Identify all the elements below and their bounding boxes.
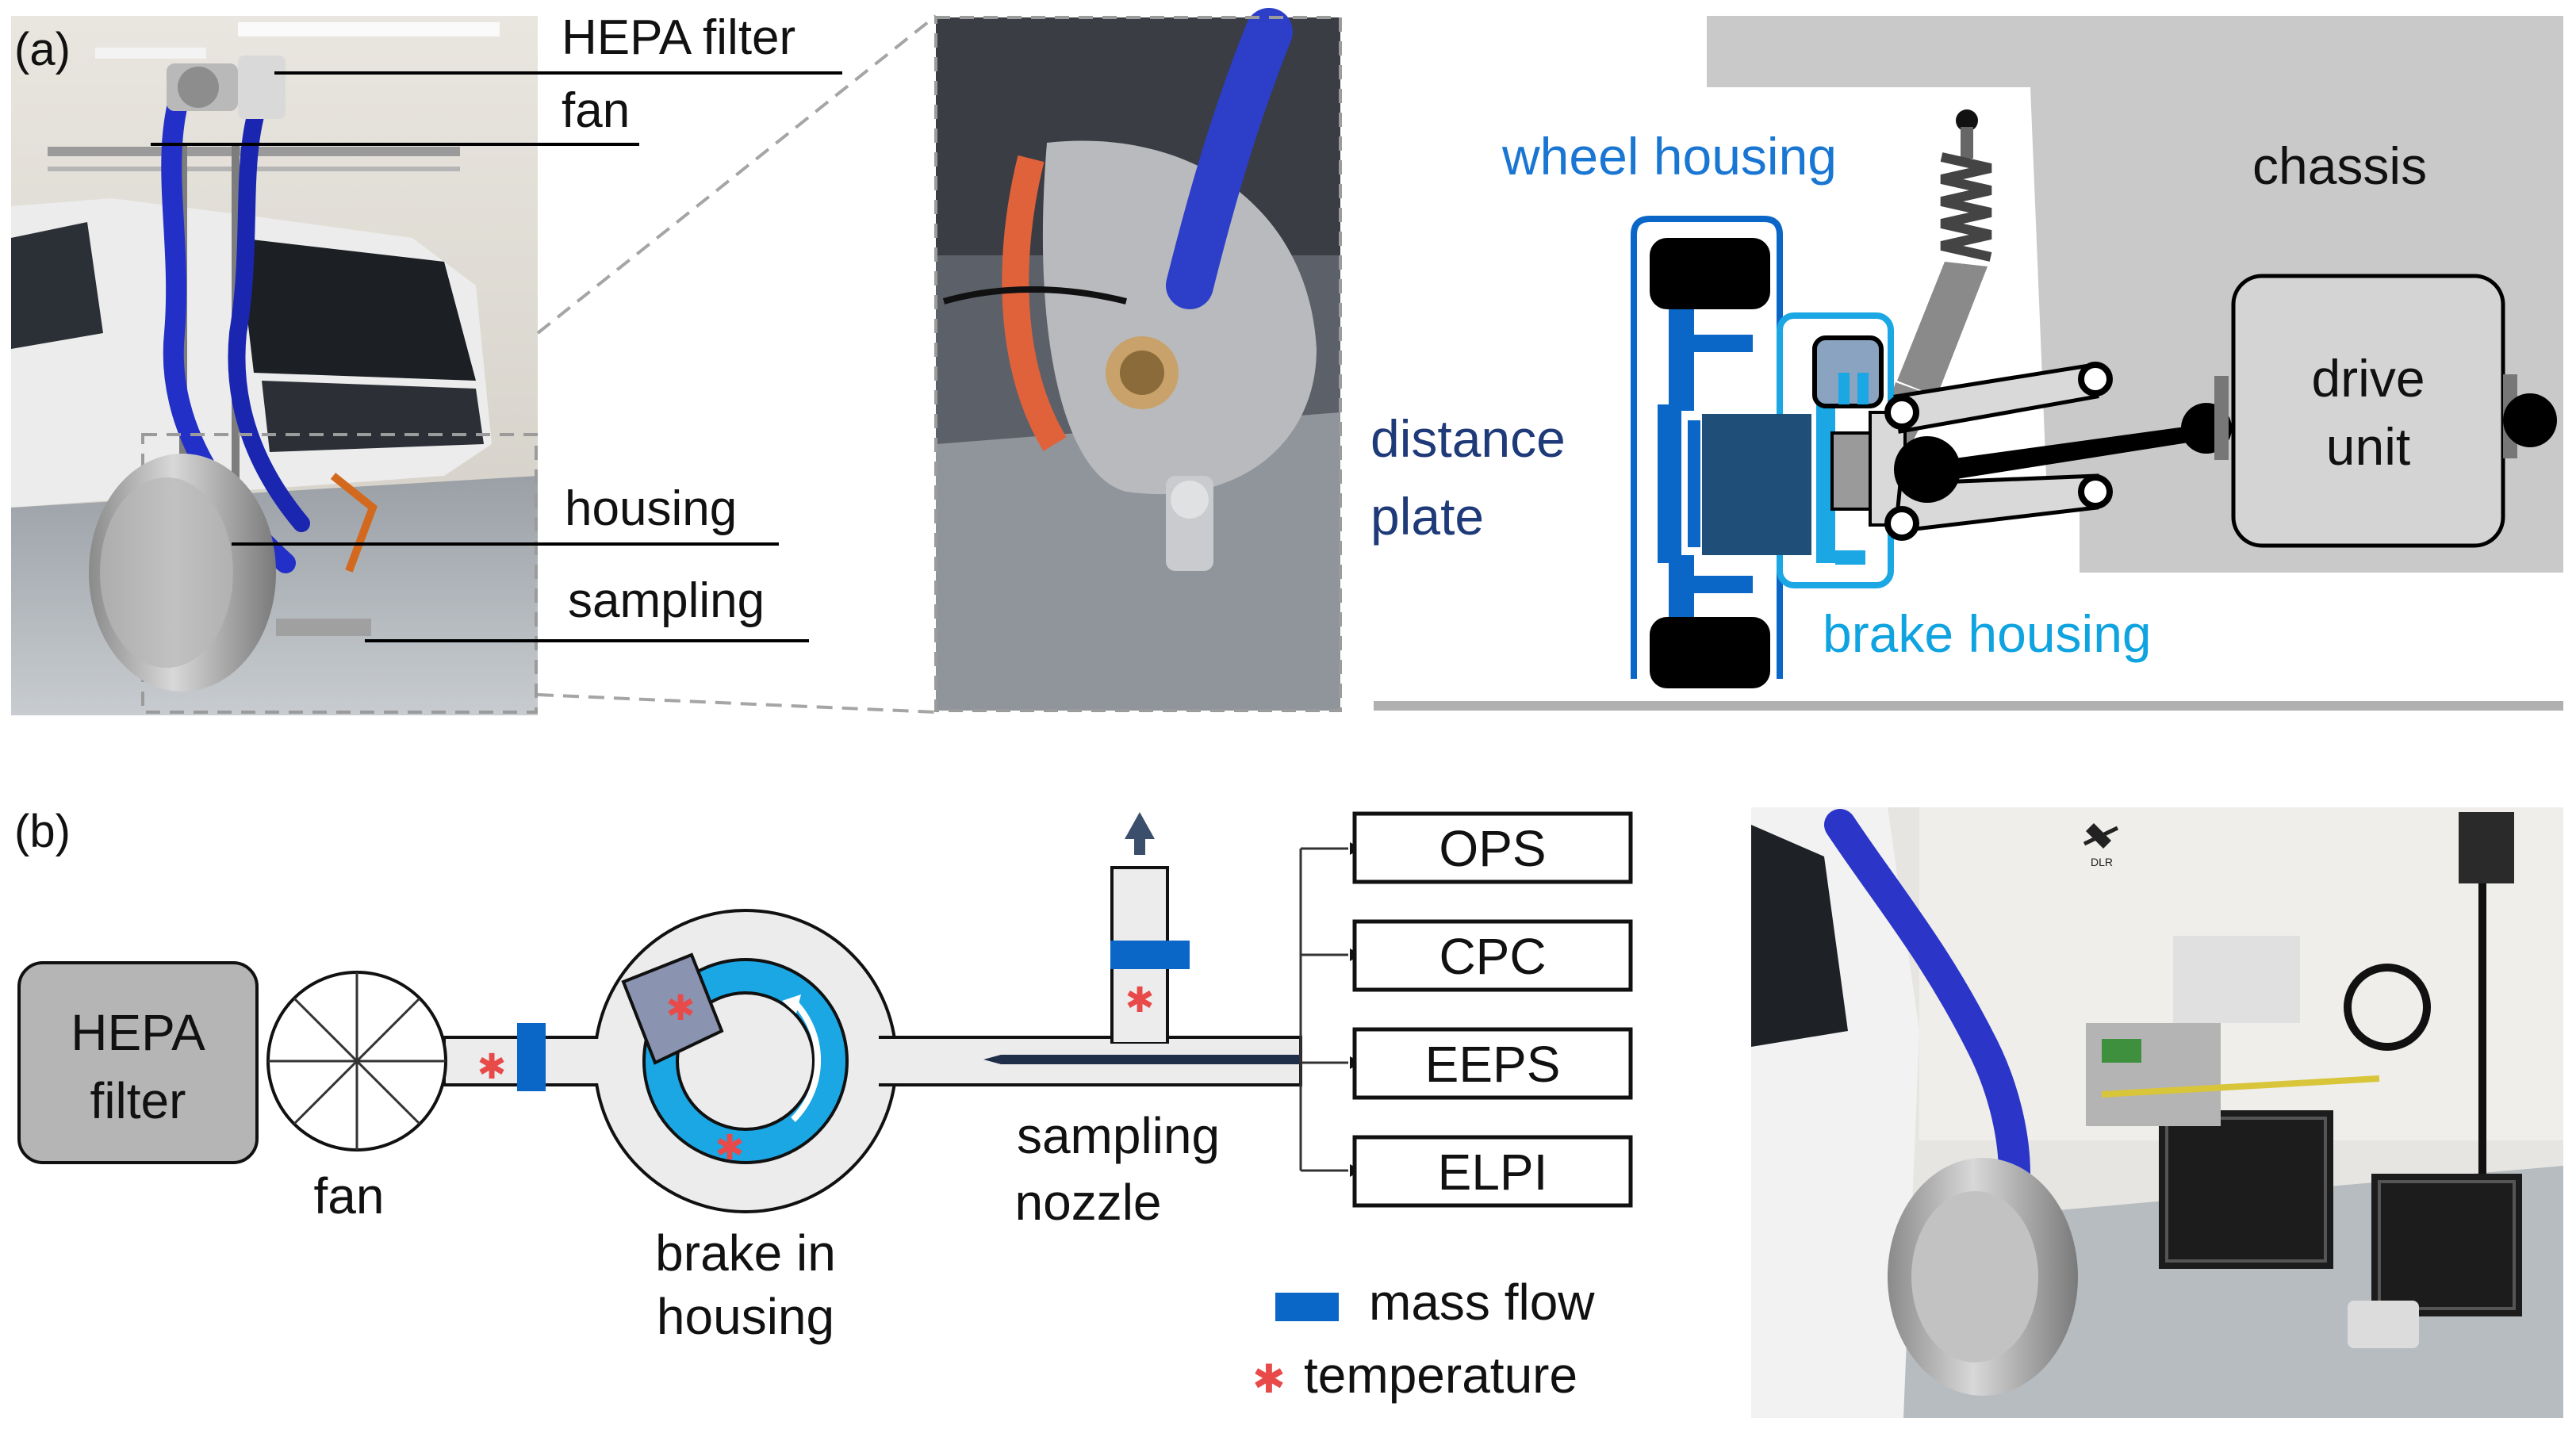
label-distance: distance <box>1370 409 1566 468</box>
instrument-box-elpi <box>1352 1135 1633 1208</box>
instrument-ops: OPS <box>1439 820 1546 877</box>
instrument-box-cpc <box>1352 919 1633 992</box>
drive-shaft <box>1943 425 2198 481</box>
wheel-housing-outline <box>1631 216 1783 679</box>
exhaust-arrow <box>1125 812 1155 855</box>
callout-fan: fan <box>562 83 630 138</box>
fan-symbol <box>266 971 447 1152</box>
temperature-marker-caliper: ✱ <box>666 989 696 1028</box>
distance-plate <box>1702 414 1811 555</box>
instrument-eeps: EEPS <box>1425 1036 1561 1093</box>
legend-temperature-swatch: ✱ <box>1252 1357 1286 1401</box>
brake-caliper-pad <box>621 952 724 1065</box>
panel-b-label: (b) <box>14 806 71 857</box>
photo-test-vehicle <box>11 16 842 715</box>
hepa-label-line1: HEPA <box>71 1004 205 1061</box>
flow-diagram: ✱ ✱ ✱ ✱ <box>17 811 1633 1401</box>
rotation-arrow <box>791 998 822 1122</box>
nozzle-label-line2: nozzle <box>1015 1174 1162 1231</box>
legend-temperature-label: temperature <box>1304 1347 1577 1404</box>
photo-housing-closeup <box>934 8 1342 712</box>
svg-text:DLR: DLR <box>2091 856 2113 868</box>
fan-label: fan <box>314 1167 385 1224</box>
label-unit: unit <box>2326 417 2410 476</box>
brake-label-line2: housing <box>657 1288 834 1345</box>
panel-a-label: (a) <box>14 24 71 75</box>
dlr-logo: DLR <box>2083 823 2119 868</box>
label-plate: plate <box>1370 487 1484 546</box>
nozzle-label-line1: sampling <box>1017 1107 1220 1164</box>
instrument-elpi: ELPI <box>1438 1144 1548 1201</box>
legend-mass-flow-label: mass flow <box>1369 1274 1595 1331</box>
sampling-nozzle <box>1001 1055 1301 1064</box>
temperature-marker-stack: ✱ <box>1125 981 1155 1020</box>
hub-carrier <box>1830 431 1872 511</box>
tire-top <box>1650 238 1770 309</box>
hepa-label-line2: filter <box>90 1072 186 1129</box>
callout-hepa-filter: HEPA filter <box>562 10 795 65</box>
instrument-box-eeps <box>1352 1027 1633 1100</box>
label-brake-housing: brake housing <box>1823 604 2152 663</box>
callout-sampling: sampling <box>568 573 765 628</box>
label-drive: drive <box>2311 349 2425 408</box>
legend-mass-flow-swatch <box>1275 1293 1339 1321</box>
temperature-marker-inlet: ✱ <box>477 1048 507 1086</box>
instrument-box-ops <box>1352 811 1633 884</box>
suspension-schematic <box>1374 16 2563 711</box>
brake-label-line1: brake in <box>655 1224 836 1282</box>
drive-unit-box <box>2231 274 2505 548</box>
wheel-rim <box>1658 309 1753 617</box>
label-wheel-housing: wheel housing <box>1501 127 1837 186</box>
label-chassis: chassis <box>2252 136 2427 195</box>
mass-flow-sensor-inlet <box>517 1023 546 1091</box>
zoom-connector-top <box>536 14 937 335</box>
hepa-filter-box <box>17 961 259 1164</box>
zoom-connector-bottom <box>537 693 937 714</box>
temperature-marker-disc: ✱ <box>715 1129 745 1167</box>
photo-test-bench: DLR <box>1751 807 2563 1418</box>
ground-line <box>1374 701 2563 711</box>
callout-housing: housing <box>565 481 737 536</box>
mass-flow-sensor-stack <box>1110 941 1190 969</box>
instrument-cpc: CPC <box>1439 928 1546 985</box>
tire-bottom <box>1650 617 1770 688</box>
